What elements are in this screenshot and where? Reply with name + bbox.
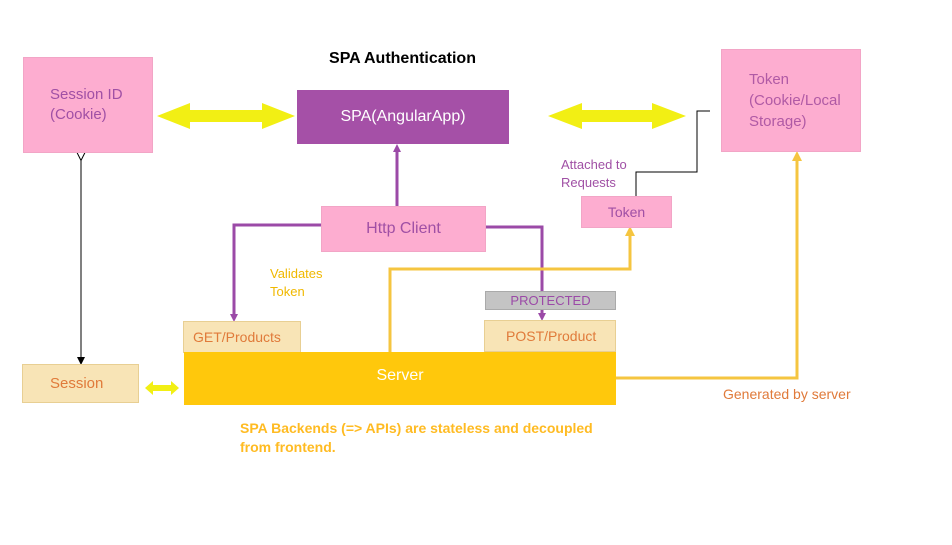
get-products-box: GET/Products: [183, 321, 301, 353]
validates-token-label: Validates Token: [270, 265, 323, 301]
stateless-note: SPA Backends (=> APIs) are stateless and…: [240, 419, 620, 457]
token-storage-label: Token: [749, 71, 790, 88]
attached-line2: Requests: [561, 175, 616, 190]
attached-line1: Attached to: [561, 157, 627, 172]
http-client-box: Http Client: [321, 206, 486, 252]
token-box: Token: [581, 196, 672, 228]
note-line2: from frontend.: [240, 439, 336, 455]
diagram-title: SPA Authentication: [329, 50, 476, 67]
validates-line1: Validates: [270, 266, 323, 281]
attached-to-requests-label: Attached to Requests: [561, 156, 627, 192]
session-box: Session: [22, 364, 139, 403]
double-arrow-session-spa: [157, 103, 295, 129]
token-attach-line: [635, 110, 710, 196]
server-to-token-arrow: [388, 226, 635, 352]
note-line1: SPA Backends (=> APIs) are stateless and…: [240, 420, 593, 436]
session-id-box: Session ID (Cookie): [23, 57, 153, 153]
protected-badge: PROTECTED: [485, 291, 616, 310]
token-storage-line2: (Cookie/Local: [749, 92, 841, 109]
double-arrow-spa-token: [548, 103, 686, 129]
http-to-post-arrow: [486, 225, 546, 321]
session-id-label: Session ID: [50, 86, 123, 103]
generated-by-server-label: Generated by server: [723, 386, 851, 402]
double-arrow-session-server: [145, 381, 179, 395]
post-product-box: POST/Product: [484, 320, 616, 352]
server-to-token-store-arrow: [616, 151, 802, 380]
token-storage-box: Token (Cookie/Local Storage): [721, 49, 861, 152]
http-to-get-arrow: [230, 223, 321, 322]
token-storage-line3: Storage): [749, 113, 807, 130]
session-id-sublabel: (Cookie): [50, 106, 107, 123]
server-box: Server: [184, 352, 616, 405]
validates-line2: Token: [270, 284, 305, 299]
spa-box: SPA(AngularApp): [297, 90, 509, 144]
